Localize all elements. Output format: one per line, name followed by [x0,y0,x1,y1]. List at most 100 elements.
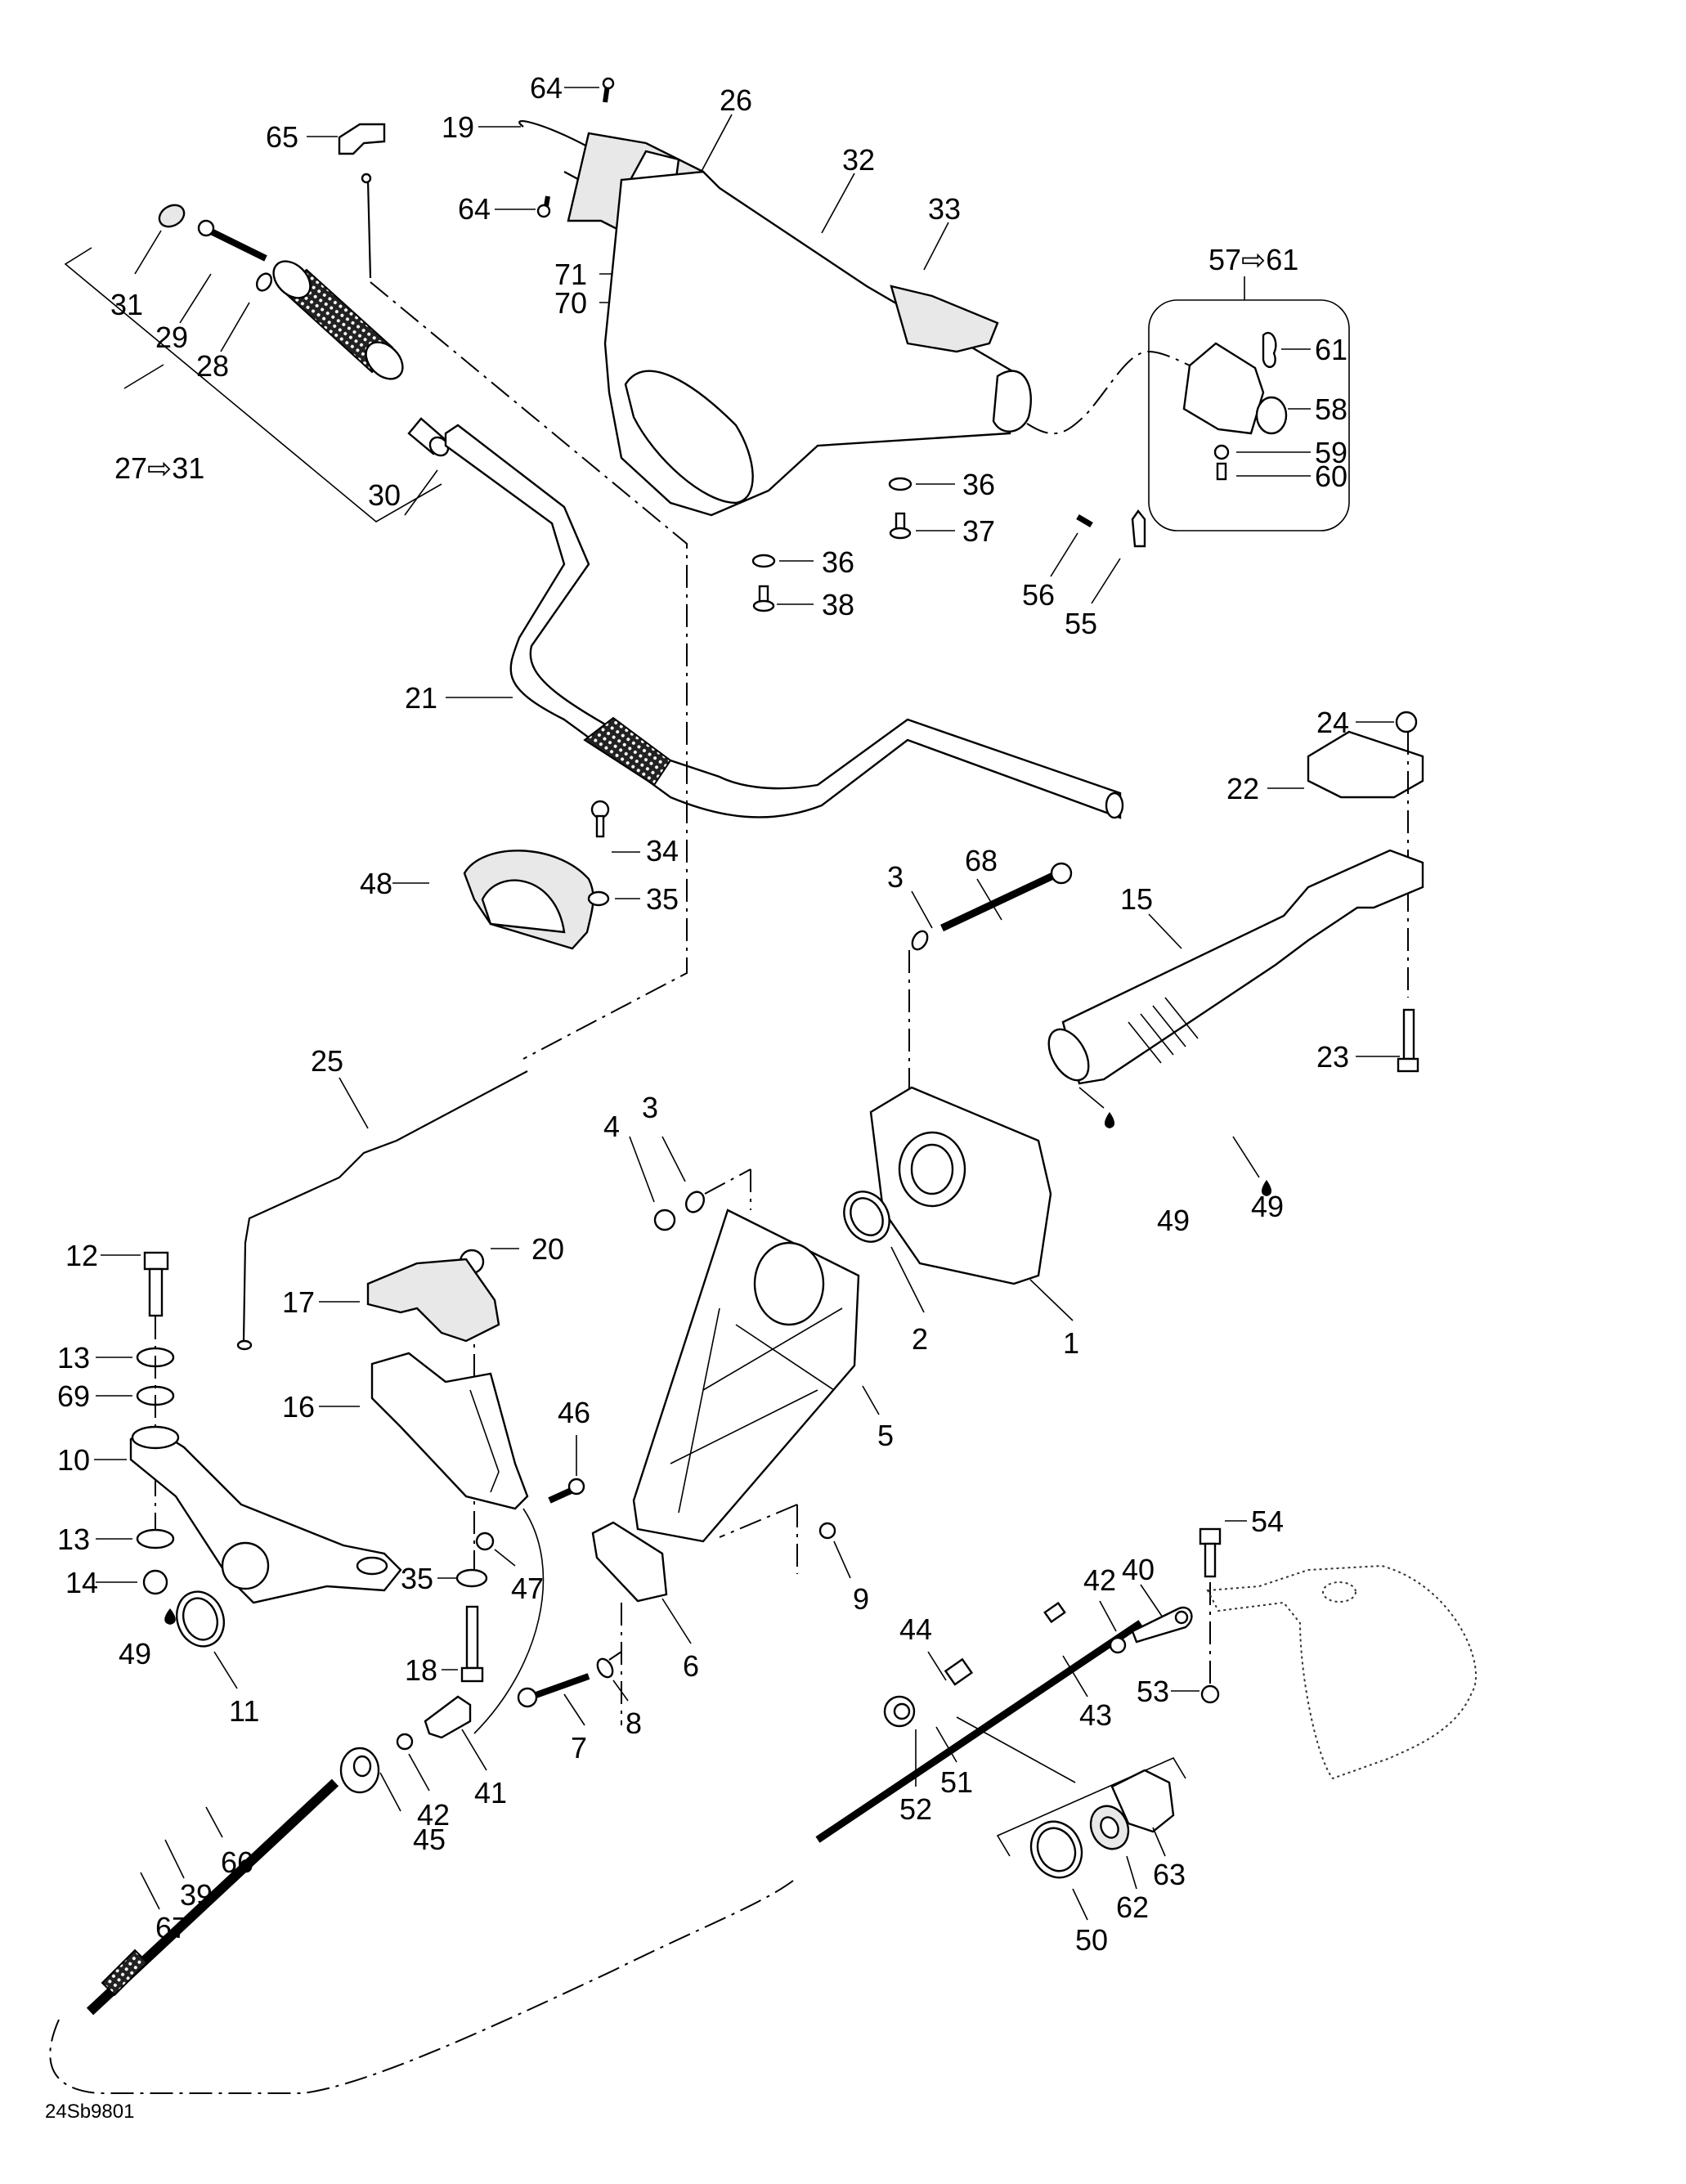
callout-12[interactable]: 12 [65,1239,98,1272]
callout-68[interactable]: 68 [965,844,998,877]
callout-3-lower[interactable]: 3 [642,1091,658,1124]
callout-42-left[interactable]: 42 [417,1798,450,1832]
callout-33[interactable]: 33 [928,192,961,226]
part-45-bushing[interactable] [339,1747,380,1794]
part-2-bushing[interactable] [835,1183,898,1249]
callout-11[interactable]: 11 [229,1694,259,1728]
part-25-throttle-cable[interactable] [236,1070,528,1351]
part-7-bolt[interactable] [517,1673,590,1708]
part-42-nut-right[interactable] [1109,1636,1127,1654]
callout-49-a[interactable]: 49 [1157,1204,1190,1237]
callout-15[interactable]: 15 [1120,882,1153,916]
part-54-bolt[interactable] [1199,1527,1222,1578]
part-33-cover-insert[interactable] [890,285,999,353]
part-32-steering-cover[interactable] [603,170,1032,517]
callout-20[interactable]: 20 [531,1232,564,1266]
part-22-clamp-cap[interactable] [1307,730,1424,799]
part-24-nut[interactable] [1395,711,1418,733]
callout-30[interactable]: 30 [368,478,401,512]
callout-7[interactable]: 7 [571,1731,587,1765]
callout-29[interactable]: 29 [155,321,188,354]
part-57-throttle-lever-housing[interactable] [1182,342,1288,435]
part-36-washer-upper[interactable] [888,477,913,491]
callout-1[interactable]: 1 [1063,1326,1079,1360]
callout-58[interactable]: 58 [1315,392,1347,426]
part-40-ball-joint[interactable] [1131,1606,1193,1644]
callout-60[interactable]: 60 [1315,460,1347,493]
part-35-washer-upper[interactable] [587,890,610,907]
part-55-clip[interactable] [1131,509,1146,548]
part-3-washer-upper[interactable] [909,929,930,953]
part-44-cable-end[interactable] [815,1601,1143,1843]
callout-16[interactable]: 16 [282,1390,315,1424]
part-27-grip[interactable] [267,254,410,386]
callout-42-right[interactable]: 42 [1083,1563,1116,1597]
callout-71[interactable]: 71 [554,258,587,291]
callout-14[interactable]: 14 [65,1566,98,1599]
callout-64-mid[interactable]: 64 [458,192,491,226]
callout-18[interactable]: 18 [405,1653,437,1687]
callout-3-upper[interactable]: 3 [887,860,904,894]
part-10-lower-arm[interactable] [129,1425,402,1604]
callout-49-b[interactable]: 49 [1251,1190,1284,1223]
part-12-bolt[interactable] [143,1251,169,1317]
callout-8[interactable]: 8 [626,1706,642,1740]
callout-26[interactable]: 26 [720,83,752,117]
callout-69[interactable]: 69 [57,1379,90,1413]
part-18-bolt[interactable] [460,1605,484,1683]
part-28-washer[interactable] [254,271,275,293]
callout-32[interactable]: 32 [842,143,875,177]
callout-22[interactable]: 22 [1226,772,1259,805]
callout-19[interactable]: 19 [442,110,474,144]
callout-63[interactable]: 63 [1153,1858,1186,1891]
callout-45[interactable]: 45 [413,1823,446,1856]
callout-35-lower[interactable]: 35 [401,1562,433,1595]
callout-13-lower[interactable]: 13 [57,1523,90,1556]
callout-36-upper[interactable]: 36 [962,468,995,501]
part-16-steering-arm[interactable] [370,1352,529,1510]
callout-61[interactable]: 61 [1315,333,1347,366]
part-68-bolt[interactable] [940,862,1073,932]
callout-6[interactable]: 6 [683,1649,699,1683]
part-11-bushing[interactable] [169,1585,231,1653]
part-8-washer[interactable] [594,1657,616,1680]
part-38-screw[interactable] [752,585,775,612]
callout-9[interactable]: 9 [853,1582,869,1616]
part-36-washer-lower[interactable] [751,554,776,568]
part-13-washer-lower[interactable] [136,1528,175,1549]
part-60-set-screw[interactable] [1216,462,1227,481]
callout-39[interactable]: 39 [180,1878,213,1912]
callout-70[interactable]: 70 [554,286,587,320]
callout-50[interactable]: 50 [1075,1923,1108,1957]
part-23-bolt[interactable] [1397,1008,1419,1073]
callout-62[interactable]: 62 [1116,1890,1149,1924]
callout-5[interactable]: 5 [877,1419,894,1452]
part-48-cover[interactable] [463,850,594,950]
callout-56[interactable]: 56 [1022,578,1055,612]
callout-37[interactable]: 37 [962,514,995,548]
part-46-bolt[interactable] [548,1478,585,1504]
part-21-handlebar[interactable] [444,424,1124,819]
callout-64-top[interactable]: 64 [530,71,563,105]
part-64-screw-top[interactable] [602,77,615,103]
callout-38[interactable]: 38 [822,588,854,621]
part-15-steering-stem[interactable] [1041,849,1424,1087]
callout-51[interactable]: 51 [940,1765,973,1799]
callout-25[interactable]: 25 [311,1044,343,1078]
callout-23[interactable]: 23 [1316,1040,1349,1074]
callout-53[interactable]: 53 [1137,1675,1169,1708]
callout-52[interactable]: 52 [899,1792,932,1826]
callout-41[interactable]: 41 [474,1776,507,1810]
part-50-bushing[interactable] [1022,1814,1091,1886]
callout-36-lower[interactable]: 36 [822,545,854,579]
callout-67[interactable]: 67 [155,1911,188,1944]
callout-4[interactable]: 4 [603,1110,620,1143]
part-29-grip-bolt[interactable] [197,219,267,262]
callout-59[interactable]: 59 [1315,436,1347,469]
callout-13-upper[interactable]: 13 [57,1341,90,1375]
callout-24[interactable]: 24 [1316,706,1349,739]
part-6-clamp[interactable] [591,1521,668,1603]
callout-65[interactable]: 65 [266,120,298,154]
part-14-nut[interactable] [142,1569,168,1595]
callout-17[interactable]: 17 [282,1285,315,1319]
